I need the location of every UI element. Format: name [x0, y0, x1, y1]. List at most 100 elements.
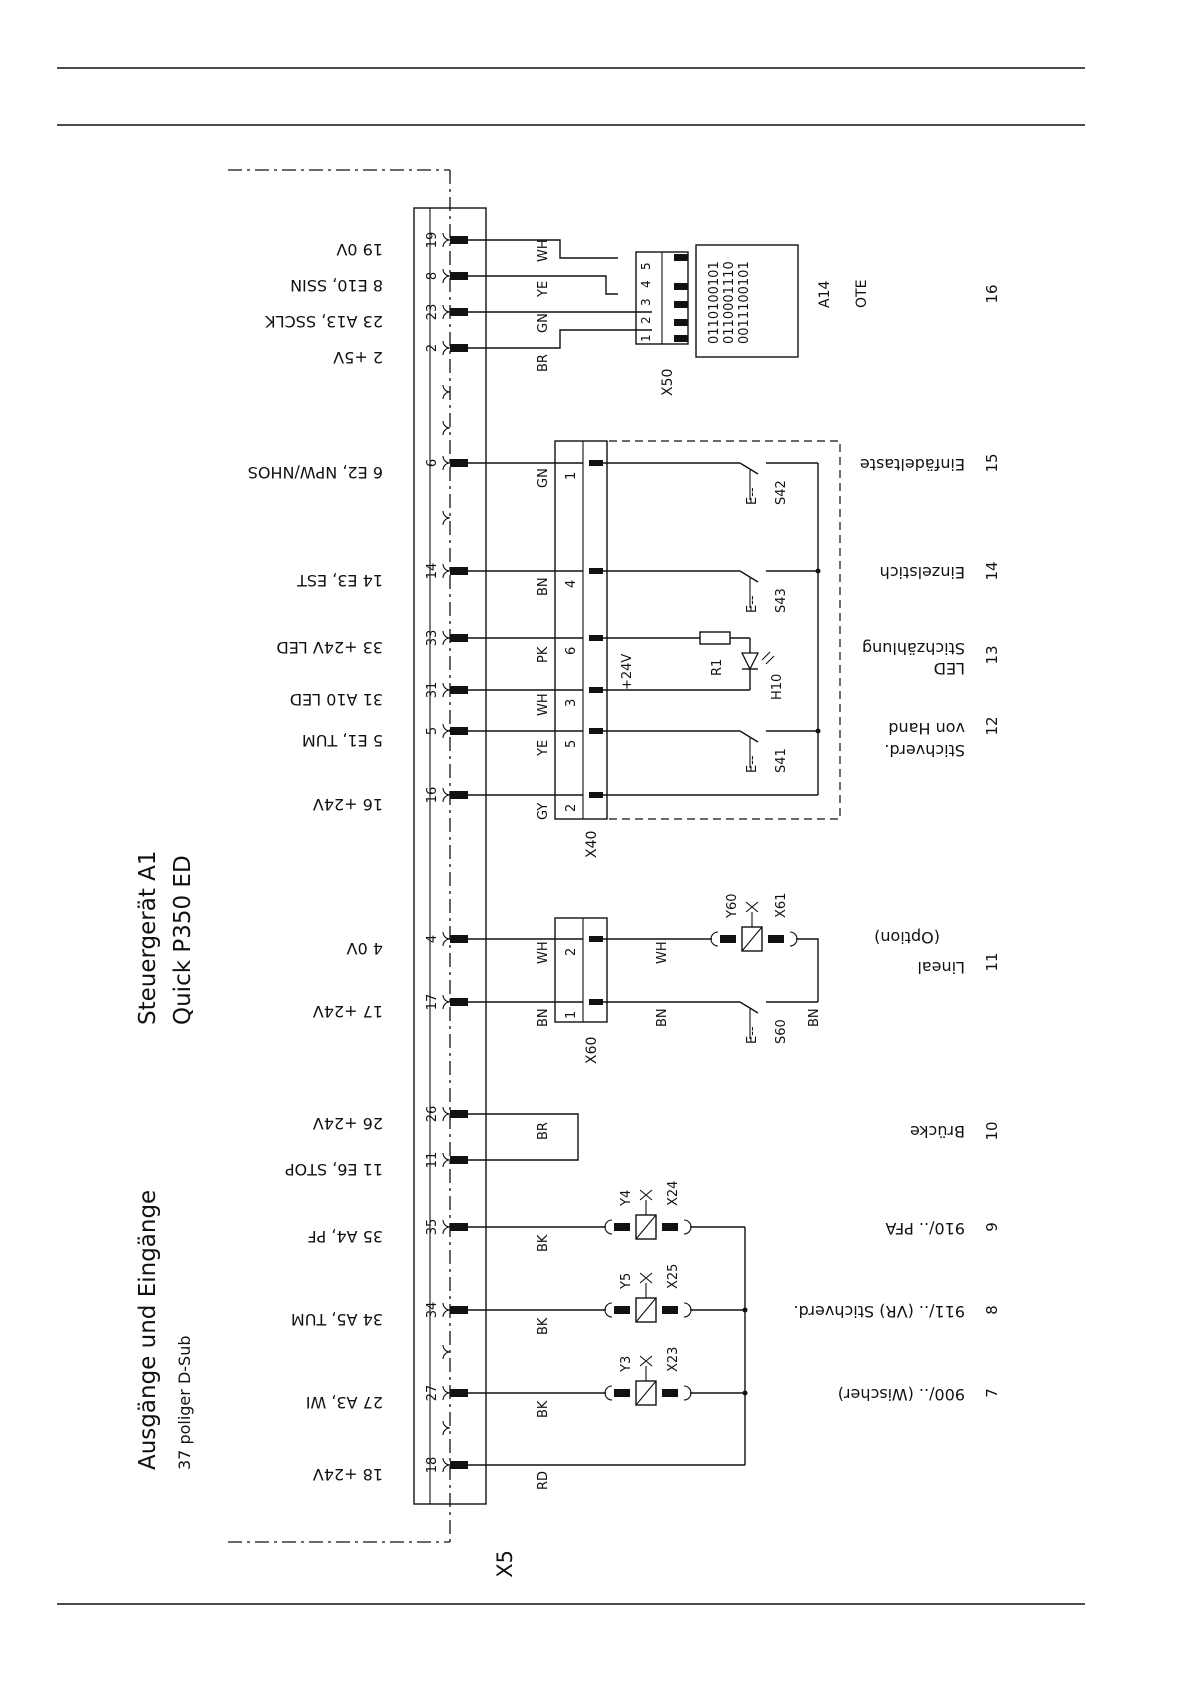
ote-circuit: WH YE GN BR 1 2 3 4 5 X50 0110100101 011…	[468, 239, 870, 396]
ote-box	[695, 244, 799, 358]
function-8: 911/.. (VR) Stichverd.	[794, 1302, 965, 1321]
x60-pin-1: 1	[564, 1011, 579, 1019]
s41-label: S41	[774, 748, 789, 773]
x50-pin-4: 4	[639, 280, 653, 288]
x40-pin-2: 2	[564, 804, 579, 812]
signal-16: 16 +24V	[313, 795, 383, 814]
row-number-12: 12	[983, 716, 1001, 735]
signal-33: 33 +24V LED	[276, 638, 383, 657]
wire-color-6: GN	[536, 468, 551, 488]
io-subtitle: 37 poliger D-Sub	[175, 1336, 194, 1471]
x50-pin-5: 5	[639, 262, 653, 270]
pin-18: 18	[425, 1457, 440, 1474]
wire-color-4: WH	[536, 941, 551, 964]
pin-27: 27	[425, 1385, 440, 1402]
ote-bits-2: 0110001110	[722, 261, 737, 344]
pin-26: 26	[425, 1106, 440, 1123]
pin-33: 33	[425, 630, 440, 647]
signal-31: 31 A10 LED	[290, 690, 383, 709]
s41-actuator: E--	[745, 755, 760, 773]
x61-label: X61	[774, 893, 789, 918]
s42-label: S42	[774, 480, 789, 505]
r1-label: R1	[710, 659, 725, 676]
x50-pin-3: 3	[639, 298, 653, 306]
signal-2: 2 +5V	[333, 348, 383, 367]
function-11b: (Option)	[874, 928, 940, 947]
row-number-13: 13	[983, 645, 1001, 664]
function-13a: Stichzählung	[862, 639, 965, 658]
signal-35: 35 A4, PF	[307, 1227, 383, 1246]
signal-27: 27 A3, WI	[306, 1393, 383, 1412]
supply-label: +24V	[620, 654, 635, 690]
r1-resistor	[699, 631, 731, 645]
wire-color-27: BK	[536, 1400, 551, 1418]
pin-35: 35	[425, 1219, 440, 1236]
pin-19: 19	[425, 232, 440, 249]
wire-color-5: YE	[536, 740, 551, 757]
signal-8: 8 E10, SSIN	[290, 276, 383, 295]
pin-34: 34	[425, 1302, 440, 1319]
function-15: Einfädeltaste	[860, 455, 965, 474]
signal-14: 14 E3, EST	[297, 571, 383, 590]
h10-led	[740, 652, 760, 671]
row-number-16: 16	[983, 284, 1001, 303]
signal-34: 34 A5, TUM	[291, 1310, 383, 1329]
signal-17: 17 +24V	[313, 1002, 383, 1021]
signal-19: 19 0V	[336, 240, 383, 259]
y3-label: Y3	[619, 1356, 634, 1373]
x50-pin-1: 1	[639, 334, 653, 342]
wire-color-23: GN	[536, 313, 551, 333]
wire-color-17: BN	[536, 1008, 551, 1027]
row-number-14: 14	[983, 561, 1001, 580]
pin-17: 17	[425, 994, 440, 1011]
switch-panel-circuit: X40 GN BN PK WH YE GY 1 4 6 3 5 2	[468, 440, 841, 858]
x40-label: X40	[584, 831, 600, 858]
page-frame	[57, 67, 1085, 1605]
ote-ref: A14	[817, 281, 833, 308]
signal-23: 23 A13, SSCLK	[265, 312, 383, 331]
ote-name: OTE	[854, 280, 870, 308]
wire-color-16: GY	[536, 803, 551, 820]
y4-label: Y4	[619, 1190, 634, 1207]
pin-8: 8	[425, 272, 440, 280]
x50-label: X50	[660, 369, 676, 396]
signal-26: 26 +24V	[313, 1114, 383, 1133]
row-number-9: 9	[983, 1222, 1001, 1232]
row-number-10: 10	[983, 1121, 1001, 1140]
module-model: Quick P350 ED	[170, 855, 196, 1025]
valve-circuits: Y4 X24 BK Y5 X25 BK Y3 X23 BK R	[468, 1181, 748, 1490]
lineal-circuit: X60 2 1 WH BN Y60 X61 WH E-- S60 BN BN	[468, 893, 822, 1064]
s60-label: S60	[774, 1019, 789, 1044]
wire-color-26: BR	[536, 1122, 551, 1140]
function-14: Einzelstich	[880, 563, 965, 582]
function-11a: Lineal	[917, 958, 965, 977]
y60-label: Y60	[725, 894, 740, 919]
pin-4: 4	[425, 935, 440, 943]
pin-11: 11	[425, 1152, 440, 1169]
function-13b: LED	[934, 659, 965, 678]
s43-actuator: E--	[745, 595, 760, 613]
row-number-15: 15	[983, 453, 1001, 472]
pin-6: 6	[425, 459, 440, 467]
signal-11: 11 E6, STOP	[285, 1160, 383, 1179]
x40-pin-4: 4	[564, 580, 579, 588]
wire-color-35: BK	[536, 1234, 551, 1252]
wire-color-33: PK	[536, 646, 551, 663]
x23-label: X23	[666, 1347, 681, 1372]
pin-5: 5	[425, 727, 440, 735]
signal-4: 4 0V	[347, 939, 383, 958]
signal-18: 18 +24V	[313, 1465, 383, 1484]
x50-pin-2: 2	[639, 316, 653, 324]
function-9: 910/.. PFA	[885, 1219, 965, 1238]
x60-pin-2: 2	[564, 948, 579, 956]
pin-31: 31	[425, 682, 440, 699]
pin-23: 23	[425, 304, 440, 321]
x25-label: X25	[666, 1264, 681, 1289]
wire-color-4b: WH	[655, 941, 670, 964]
row-number-8: 8	[983, 1305, 1001, 1315]
control-unit-boundary	[228, 169, 451, 1543]
wire-color-2: BR	[536, 354, 551, 372]
x60-label: X60	[584, 1037, 600, 1064]
function-7: 900/.. (Wischer)	[838, 1385, 965, 1404]
